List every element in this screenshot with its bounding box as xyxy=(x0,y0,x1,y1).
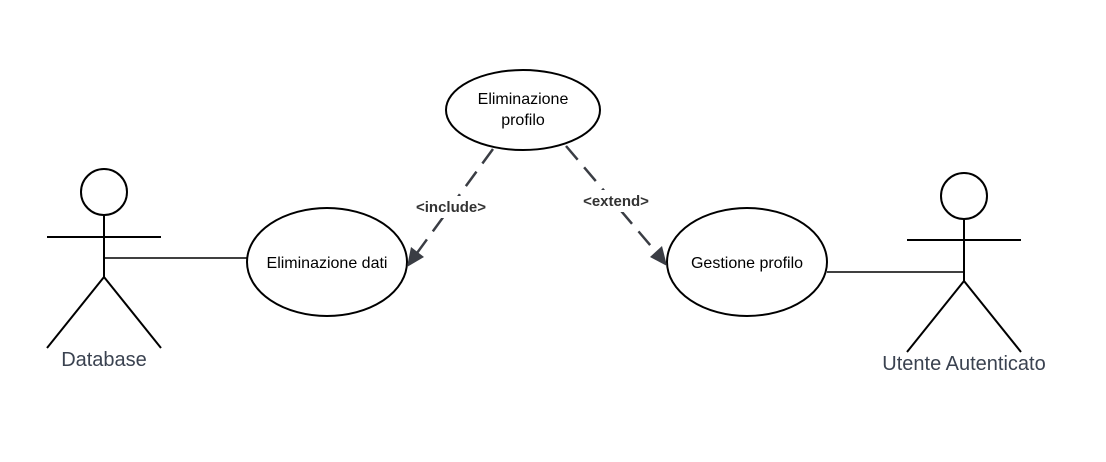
extend-label: <extend> xyxy=(583,193,649,210)
extend-arrowhead xyxy=(650,246,667,266)
usecase-delete-profile-label-line2: profilo xyxy=(501,112,545,129)
usecase-delete-profile[interactable]: Eliminazione profilo xyxy=(445,69,601,151)
usecase-delete-data-ellipse xyxy=(246,207,408,317)
relationship-extend: <extend> xyxy=(565,145,667,266)
actor-authenticated-user-head xyxy=(940,172,988,220)
actor-authenticated-user-right-leg xyxy=(963,280,1022,353)
actor-authenticated-user: Utente Autenticato xyxy=(882,172,1046,375)
usecase-delete-profile-label-line1: Eliminazione xyxy=(478,91,569,108)
actor-authenticated-user-left-leg xyxy=(906,280,965,353)
extend-label-bg xyxy=(571,190,661,212)
include-arrowhead xyxy=(407,247,424,267)
include-label-bg xyxy=(406,196,494,218)
actor-authenticated-user-label: Utente Autenticato xyxy=(882,353,1045,375)
usecase-delete-data-label: Eliminazione dati xyxy=(267,255,388,272)
actor-database-left-leg xyxy=(46,276,105,349)
actor-database-head xyxy=(80,168,128,216)
relationship-include: <include> xyxy=(406,148,495,267)
include-label: <include> xyxy=(416,199,486,216)
usecase-manage-profile-label: Gestione profilo xyxy=(691,255,803,272)
actor-database-right-leg xyxy=(103,276,162,349)
usecase-manage-profile-ellipse xyxy=(666,207,828,317)
actor-database: Database xyxy=(46,168,162,371)
usecase-delete-profile-ellipse xyxy=(445,69,601,151)
usecase-manage-profile[interactable]: Gestione profilo xyxy=(666,207,828,317)
usecase-delete-data[interactable]: Eliminazione dati xyxy=(246,207,408,317)
actor-database-label: Database xyxy=(61,349,147,371)
